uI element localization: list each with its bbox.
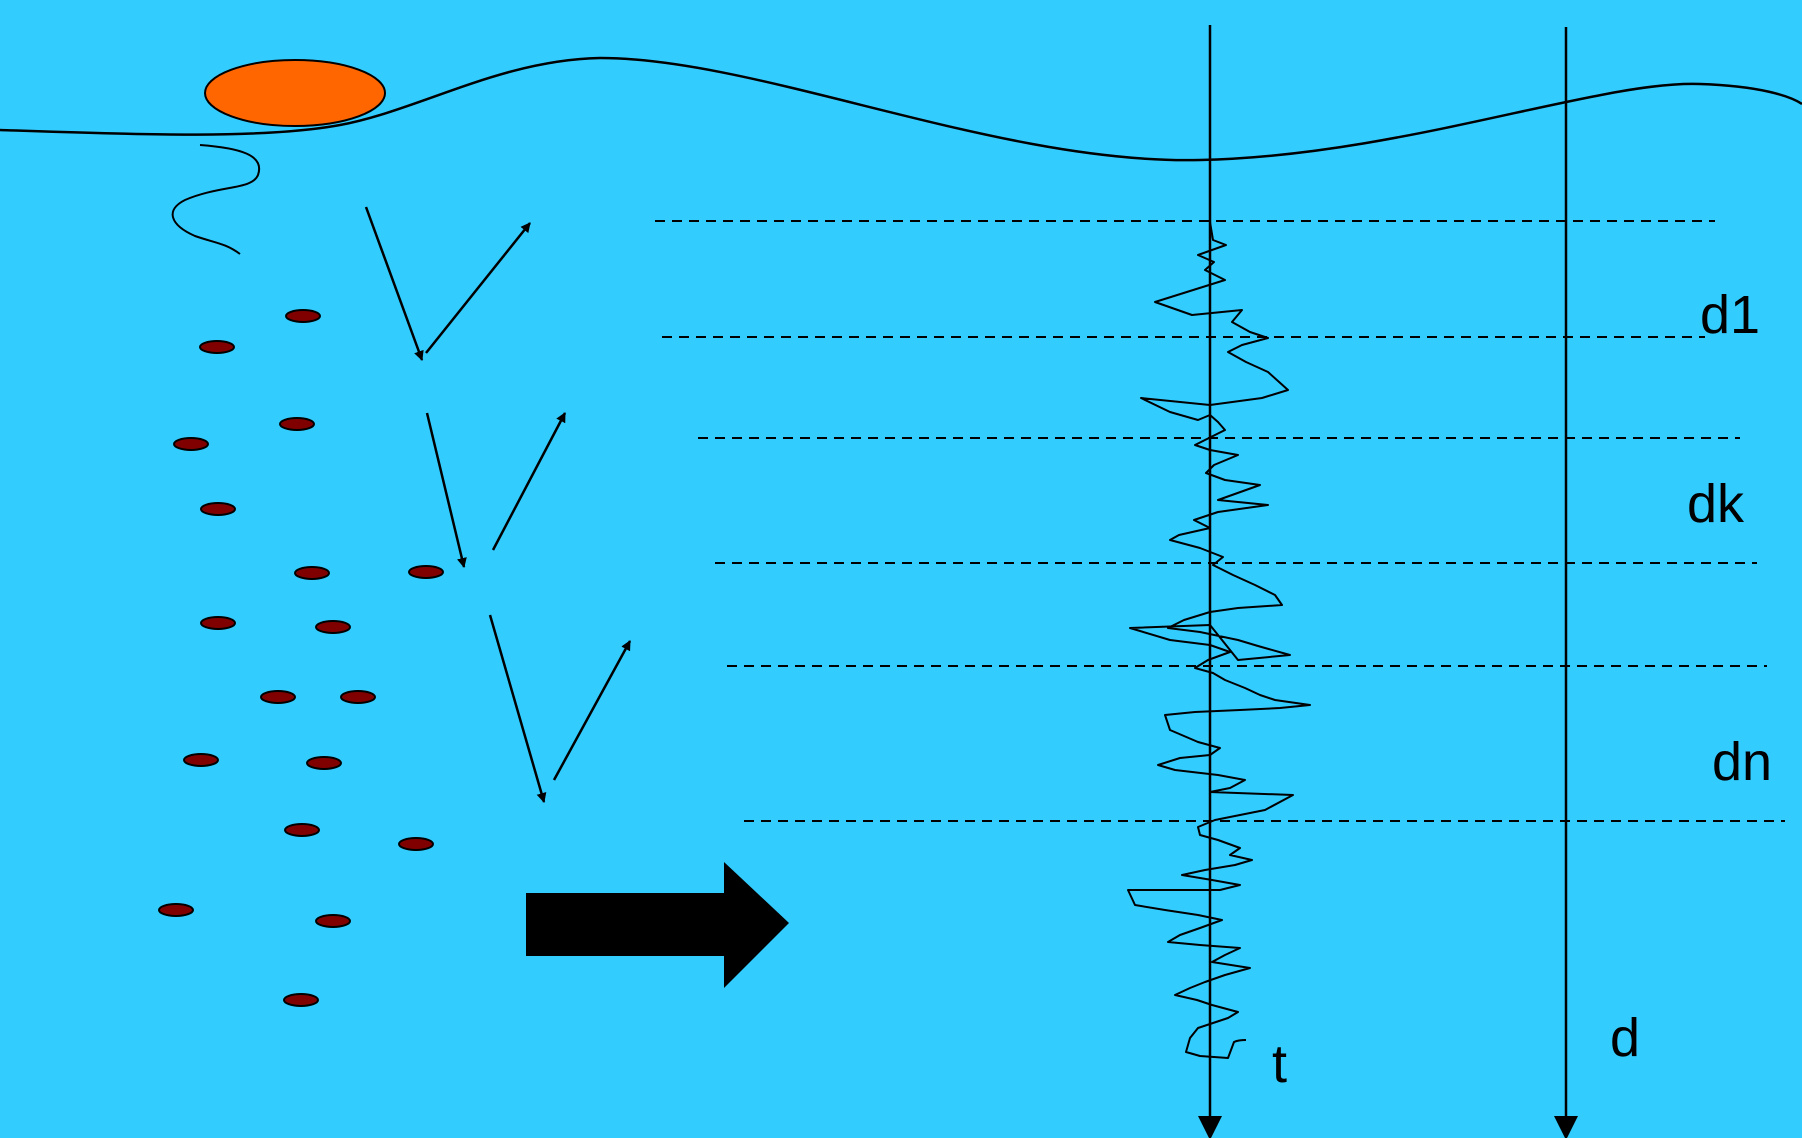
particle bbox=[199, 340, 235, 354]
label-dk: dk bbox=[1687, 474, 1745, 534]
ray-down-3 bbox=[488, 614, 547, 803]
squiggle-line bbox=[171, 144, 261, 255]
ray-up-1 bbox=[425, 222, 531, 354]
particle bbox=[408, 565, 444, 579]
particle bbox=[279, 417, 315, 431]
particle bbox=[173, 437, 209, 451]
label-dn: dn bbox=[1712, 732, 1772, 792]
ray-down-1 bbox=[364, 206, 424, 361]
particle bbox=[200, 502, 236, 516]
particle bbox=[284, 823, 320, 837]
particle bbox=[285, 309, 321, 323]
particle bbox=[315, 914, 351, 928]
right-arrow-icon bbox=[526, 862, 789, 988]
particle bbox=[340, 690, 376, 704]
signal-trace bbox=[1127, 221, 1311, 1059]
particle bbox=[200, 616, 236, 630]
particle bbox=[283, 993, 319, 1007]
ray-up-3 bbox=[552, 640, 632, 781]
particle bbox=[158, 903, 194, 917]
particle bbox=[294, 566, 330, 580]
label-d1: d1 bbox=[1700, 285, 1760, 345]
particle bbox=[183, 753, 219, 767]
particle bbox=[398, 837, 434, 851]
water-surface-line bbox=[0, 56, 1802, 162]
ray-down-2 bbox=[425, 412, 467, 568]
particle bbox=[315, 620, 351, 634]
particle bbox=[260, 690, 296, 704]
label-t-axis: t bbox=[1272, 1034, 1287, 1094]
ray-up-2 bbox=[491, 412, 567, 551]
label-d-axis: d bbox=[1610, 1008, 1640, 1068]
particle bbox=[306, 756, 342, 770]
particles bbox=[158, 309, 444, 1007]
layer-boundaries bbox=[655, 220, 1785, 822]
orange-ellipse-icon bbox=[204, 59, 386, 127]
